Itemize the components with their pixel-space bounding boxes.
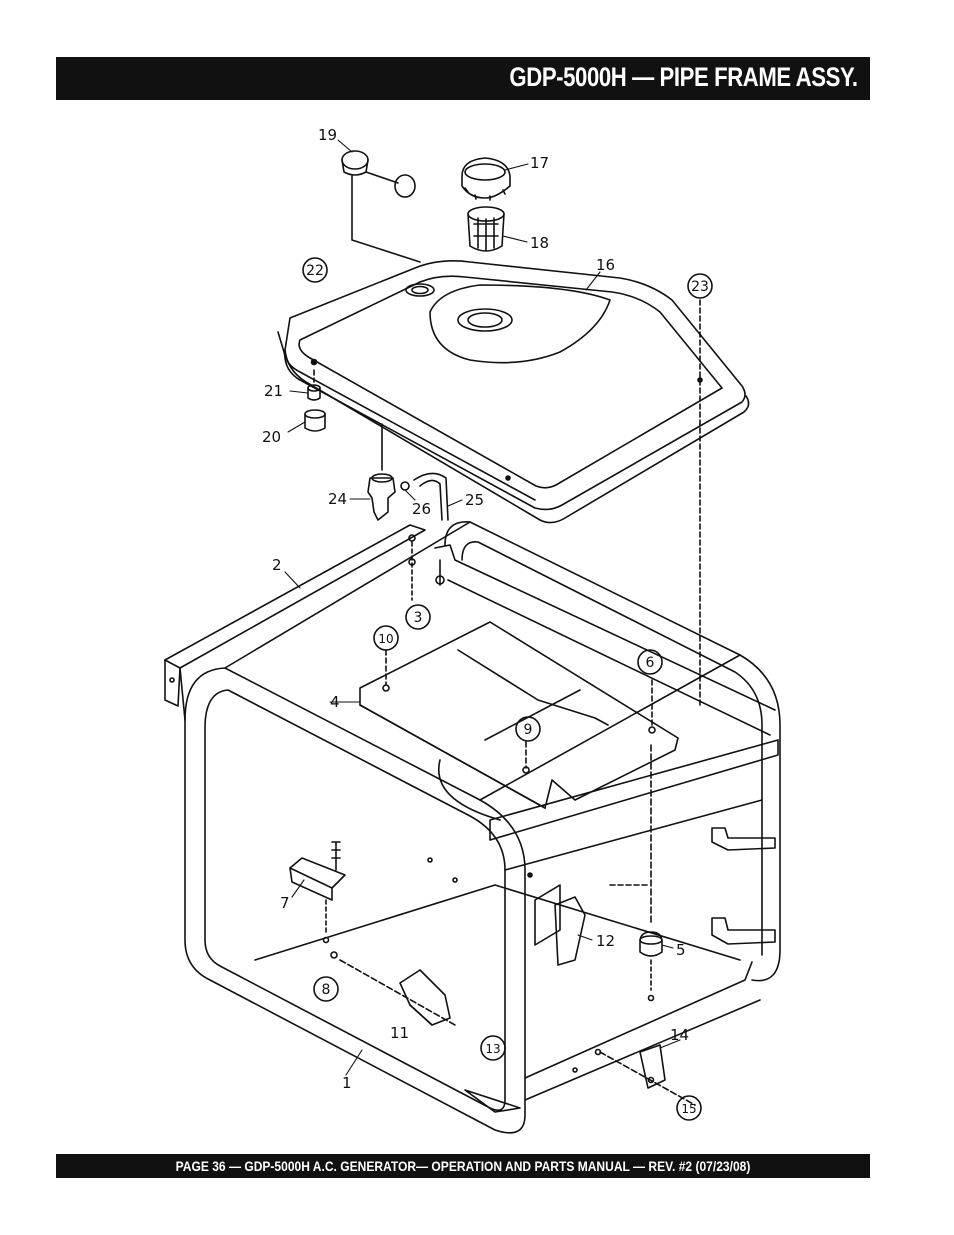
callout-4: 4 bbox=[330, 693, 340, 711]
callout-25: 25 bbox=[465, 491, 484, 509]
callout-14: 14 bbox=[670, 1026, 689, 1044]
callout-16: 16 bbox=[596, 256, 615, 274]
callout-9: 9 bbox=[524, 722, 533, 738]
fuel-cap bbox=[461, 157, 511, 201]
fuel-tank bbox=[277, 260, 750, 524]
callout-20: 20 bbox=[262, 428, 281, 446]
callout-12: 12 bbox=[596, 932, 615, 950]
leader-lines bbox=[284, 139, 681, 1076]
engine-mount-left bbox=[289, 841, 346, 959]
callout-24: 24 bbox=[328, 490, 347, 508]
callout-11: 11 bbox=[390, 1024, 409, 1042]
mount-bracket-11 bbox=[339, 959, 456, 1026]
callout-8: 8 bbox=[322, 982, 331, 998]
callout-19: 19 bbox=[318, 126, 337, 144]
page-title: GDP-5000H — PIPE FRAME ASSY. bbox=[509, 62, 859, 92]
engine-mount-right bbox=[639, 744, 663, 1002]
callout-6: 6 bbox=[646, 655, 655, 671]
callout-10: 10 bbox=[378, 632, 393, 646]
base-plate bbox=[359, 621, 679, 821]
callout-22: 22 bbox=[306, 263, 324, 279]
callout-26: 26 bbox=[412, 500, 431, 518]
callout-18: 18 bbox=[530, 234, 549, 252]
circled-callouts: 22 23 3 10 6 9 8 13 15 bbox=[302, 257, 713, 1121]
dash-lines bbox=[313, 299, 701, 886]
footer-text: PAGE 36 — GDP-5000H A.C. GENERATOR— OPER… bbox=[175, 1158, 751, 1174]
grommet-parts bbox=[304, 384, 326, 432]
callout-1: 1 bbox=[342, 1074, 352, 1092]
pipe-frame-exploded-diagram: 19 17 18 16 21 20 24 26 25 2 4 7 12 5 11… bbox=[164, 126, 781, 1134]
callout-15: 15 bbox=[681, 1102, 696, 1116]
fuel-strainer bbox=[467, 206, 505, 252]
fuel-valve-assembly bbox=[367, 423, 449, 521]
callout-21: 21 bbox=[264, 382, 283, 400]
side-clips bbox=[711, 827, 776, 945]
callout-7: 7 bbox=[280, 894, 290, 912]
callout-labels: 19 17 18 16 21 20 24 26 25 2 4 7 12 5 11… bbox=[262, 126, 689, 1092]
bracket-14 bbox=[599, 1044, 696, 1106]
callout-17: 17 bbox=[530, 154, 549, 172]
callout-23: 23 bbox=[691, 279, 709, 295]
page-footer: PAGE 36 — GDP-5000H A.C. GENERATOR— OPER… bbox=[56, 1154, 870, 1178]
callout-2: 2 bbox=[272, 556, 282, 574]
pipe-frame bbox=[184, 521, 781, 1134]
mount-bracket-12 bbox=[534, 884, 586, 966]
callout-5: 5 bbox=[676, 941, 686, 959]
callout-3: 3 bbox=[414, 610, 423, 626]
fuel-gauge bbox=[341, 150, 421, 263]
callout-13: 13 bbox=[485, 1042, 500, 1056]
page-header: GDP-5000H — PIPE FRAME ASSY. bbox=[56, 57, 870, 100]
side-rail-bracket bbox=[164, 524, 776, 736]
